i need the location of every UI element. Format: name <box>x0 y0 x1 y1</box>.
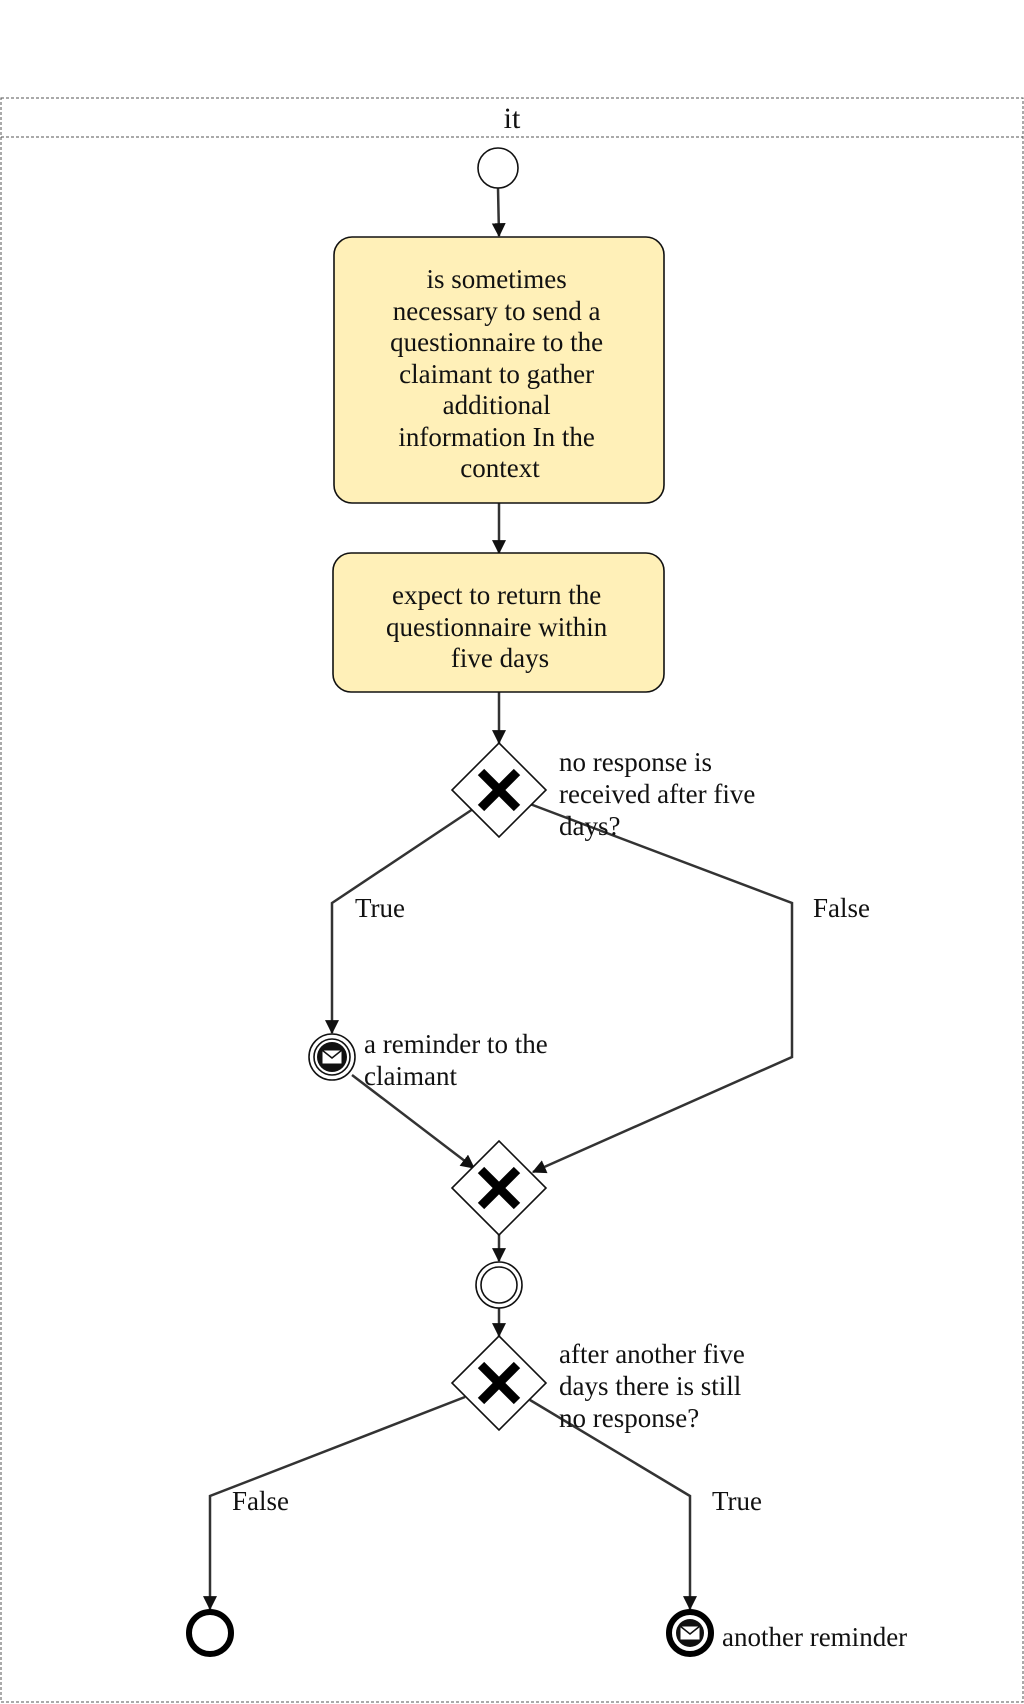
exclusive-x-icon <box>477 768 521 812</box>
reminder-label: a reminder to the claimant <box>364 1029 554 1091</box>
task-label-line: five days <box>451 643 549 673</box>
task-label-line: claimant to gather <box>399 359 594 389</box>
event-label-line: claimant <box>364 1061 457 1091</box>
task-label-line: expect to return the <box>392 580 601 610</box>
gateway-label-line: no response? <box>559 1403 699 1433</box>
flow-gateway1-false <box>529 802 794 1174</box>
end-message-event[interactable]: another reminder <box>666 1609 907 1657</box>
gateway-label-line: days there is still <box>559 1371 741 1401</box>
start-event[interactable] <box>477 147 519 189</box>
task-label-line: questionnaire within <box>386 612 608 642</box>
reminder-message-event[interactable]: a reminder to the claimant <box>308 1029 554 1091</box>
envelope-icon <box>679 1625 701 1641</box>
pool-label: it <box>504 102 521 135</box>
task-send-questionnaire[interactable]: is sometimes necessary to send a questio… <box>333 236 665 504</box>
sequence-flows <box>203 187 794 1611</box>
task-label-line: questionnaire to the <box>390 327 603 357</box>
flow-label-true: True <box>712 1486 762 1516</box>
end-message-label: another reminder <box>722 1622 907 1652</box>
task-send-questionnaire-label: is sometimes necessary to send a questio… <box>390 264 610 483</box>
flow-label-true: True <box>355 893 405 923</box>
gateway-label-line: days? <box>559 811 620 841</box>
task-label-line: context <box>460 453 540 483</box>
task-label-line: additional <box>443 390 551 420</box>
gateway-merge[interactable] <box>450 1139 548 1237</box>
flow-start-to-task1 <box>491 187 506 238</box>
flow-gateway3-true <box>529 1398 697 1611</box>
start-event-circle <box>477 147 519 189</box>
task-send-questionnaire-box <box>333 236 665 504</box>
pool: it <box>0 97 1024 1703</box>
flow-reminder-to-merge <box>351 1074 475 1169</box>
exclusive-x-icon <box>477 1166 521 1210</box>
task-expect-return[interactable]: expect to return the questionnaire withi… <box>332 552 665 693</box>
task-expect-return-label: expect to return the questionnaire withi… <box>386 580 614 673</box>
task-expect-return-box <box>332 552 665 693</box>
end-event[interactable] <box>186 1609 234 1657</box>
exclusive-x-icon <box>477 1361 521 1405</box>
gateway-no-response-label: no response is received after five days? <box>559 747 762 841</box>
flow-gateway3-false <box>203 1395 466 1611</box>
task-label-line: necessary to send a <box>393 296 601 326</box>
pool-border <box>0 97 1024 1703</box>
gateway-still-no-response-label: after another five days there is still n… <box>559 1339 752 1433</box>
envelope-icon <box>321 1049 343 1065</box>
flow-label-false: False <box>232 1486 289 1516</box>
flow-label-false: False <box>813 893 870 923</box>
gateway-still-no-response[interactable]: after another five days there is still n… <box>450 1334 752 1433</box>
gateway-label-line: no response is <box>559 747 712 777</box>
gateway-no-response[interactable]: no response is received after five days? <box>450 741 762 841</box>
task-label-line: is sometimes <box>427 264 567 294</box>
gateway-label-line: received after five <box>559 779 755 809</box>
event-inner-ring <box>480 1266 518 1304</box>
flow-gateway1-true <box>325 807 474 1035</box>
intermediate-event[interactable] <box>475 1261 523 1309</box>
end-event-circle <box>186 1609 234 1657</box>
gateway-label-line: after another five <box>559 1339 745 1369</box>
event-label-line: a reminder to the <box>364 1029 548 1059</box>
task-label-line: information In the <box>398 422 594 452</box>
